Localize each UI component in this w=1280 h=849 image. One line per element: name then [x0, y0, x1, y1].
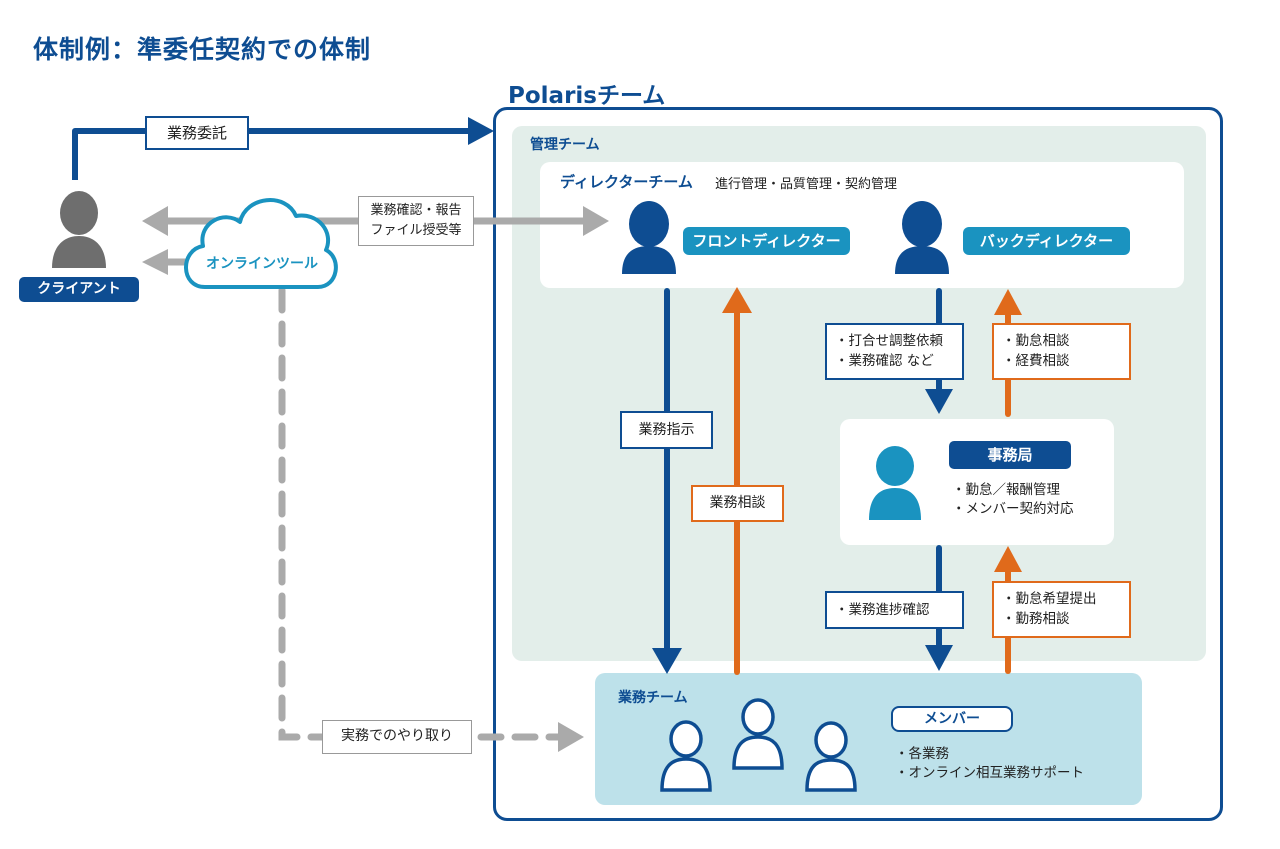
office-to-back-line-1: ・勤怠相談 [1002, 333, 1070, 349]
client-person-icon [52, 191, 106, 268]
office-person-icon [869, 446, 921, 520]
online-tool-label: オンラインツール [206, 256, 318, 272]
outsourcing-label: 業務委託 [145, 116, 249, 150]
management-team-label: 管理チーム [530, 137, 600, 153]
polaris-team-title: Polarisチーム [508, 83, 666, 109]
work-team-label: 業務チーム [618, 690, 688, 706]
team-to-office-line-1: ・勤怠希望提出 [1002, 591, 1097, 607]
office-duty-item: ・勤怠／報酬管理 [952, 482, 1060, 498]
practical-exchange-arrow [278, 286, 584, 752]
client-label: クライアント [19, 277, 139, 302]
back-director-person-icon [895, 201, 949, 274]
director-team-label: ディレクターチーム [560, 173, 693, 191]
confirm-report-line-1: 業務確認・報告 [370, 203, 462, 218]
office-to-back-label: ・勤怠相談 ・経費相談 [992, 323, 1131, 380]
practical-exchange-label: 実務でのやり取り [322, 720, 472, 754]
back-to-office-line-1: ・打合せ調整依頼 [835, 333, 943, 349]
front-director-label: フロントディレクター [683, 227, 850, 255]
back-to-office-label: ・打合せ調整依頼 ・業務確認 など [825, 323, 964, 380]
outsourcing-arrow [72, 117, 494, 180]
polaris-team-container [493, 107, 1223, 821]
back-to-office-line-2: ・業務確認 など [835, 353, 934, 369]
member-duties: ・各業務 ・オンライン相互業務サポート [895, 745, 1084, 783]
director-team-duties: 進行管理・品質管理・契約管理 [715, 177, 898, 192]
team-to-office-line-2: ・勤務相談 [1002, 611, 1070, 627]
work-instruction-label: 業務指示 [620, 411, 713, 449]
member-person-icon [732, 698, 784, 770]
confirm-report-label: 業務確認・報告 ファイル授受等 [358, 196, 474, 246]
team-to-office-label: ・勤怠希望提出 ・勤務相談 [992, 581, 1131, 638]
member-duty-item: ・オンライン相互業務サポート [895, 765, 1084, 781]
cloud-icon [184, 198, 338, 289]
office-duties: ・勤怠／報酬管理 ・メンバー契約対応 [952, 481, 1074, 519]
member-label: メンバー [891, 706, 1013, 732]
office-duty-item: ・メンバー契約対応 [952, 501, 1074, 517]
work-consult-arrow [722, 287, 752, 675]
work-instruction-arrow [652, 288, 682, 674]
office-to-back-line-2: ・経費相談 [1002, 353, 1070, 369]
office-to-team-label: ・業務進捗確認 [825, 591, 964, 629]
member-person-icon [660, 720, 712, 792]
front-director-person-icon [622, 201, 676, 274]
member-duty-item: ・各業務 [895, 746, 949, 762]
office-label: 事務局 [949, 441, 1071, 469]
back-director-label: バックディレクター [963, 227, 1130, 255]
page-title: 体制例：準委任契約での体制 [33, 35, 372, 64]
work-consult-label: 業務相談 [691, 485, 784, 522]
member-person-icon [805, 721, 857, 792]
confirm-report-line-2: ファイル授受等 [370, 223, 462, 238]
